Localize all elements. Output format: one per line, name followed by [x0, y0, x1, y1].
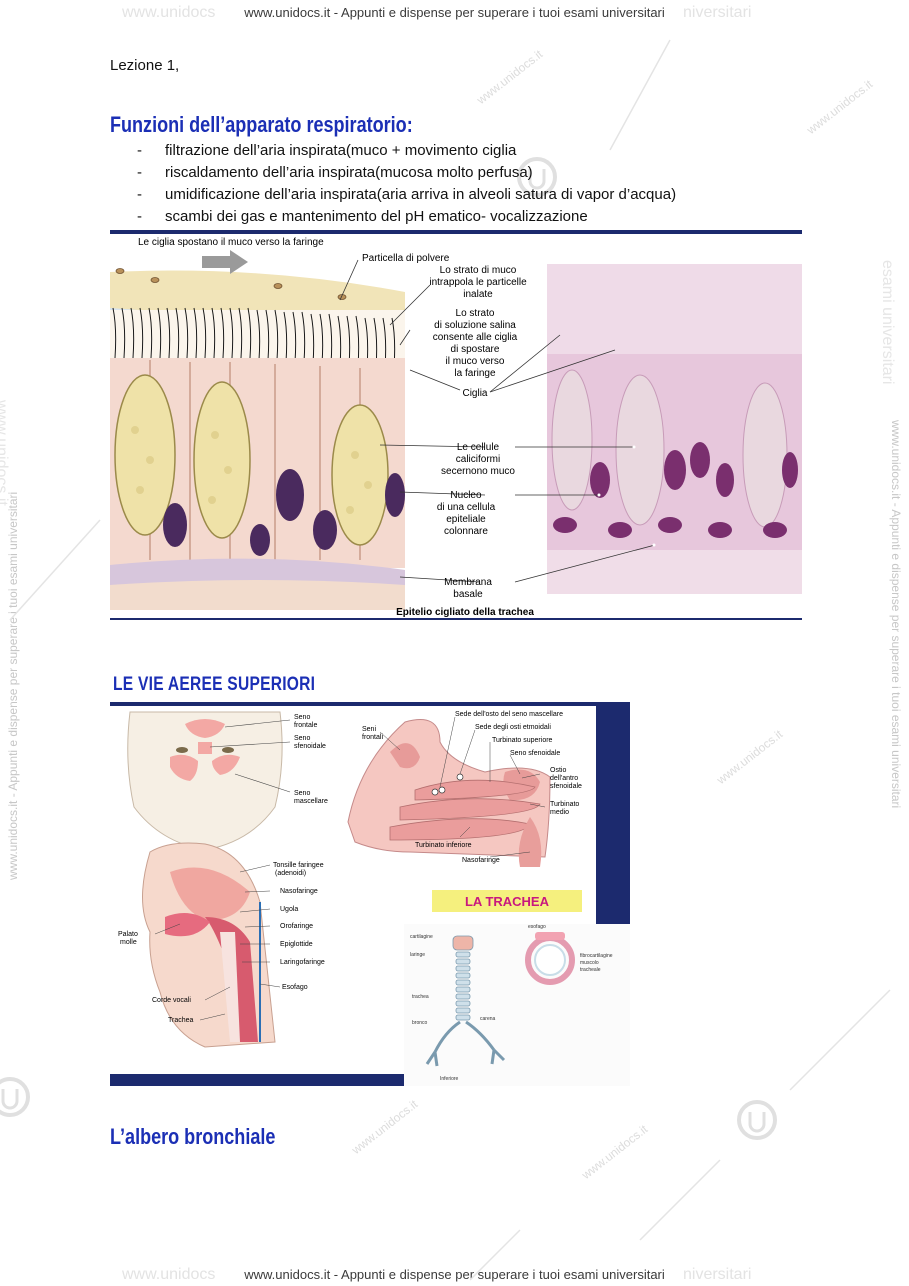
- label-strato-muco: Lo strato di muco: [440, 265, 517, 276]
- face-label: Seno: [294, 790, 310, 797]
- face-label: frontale: [294, 722, 317, 729]
- trachea-small-label: bronco: [412, 1020, 428, 1026]
- cilia-caption-top: Le ciglia spostano il muco verso la fari…: [138, 237, 324, 248]
- header-ghost-left: www.unidocs: [122, 4, 216, 21]
- label-caliciformi: secernono muco: [441, 466, 515, 477]
- label-strato-soluzione: Lo strato: [456, 308, 495, 319]
- trachea-small-label: laringe: [410, 952, 425, 958]
- trachea-small-label: tracheale: [580, 967, 601, 973]
- nose-label: Sede degli osti etmoidali: [475, 724, 551, 731]
- trachea-small-label: muscolo: [580, 960, 599, 966]
- figure1-caption: Epitelio cigliato della trachea: [396, 607, 534, 618]
- side-label: Ugola: [280, 906, 298, 913]
- lesson-label: Lezione 1,: [110, 57, 180, 74]
- nose-label: Sede dell'osto del seno mascellare: [455, 711, 563, 718]
- side-label: Corde vocali: [152, 997, 191, 1004]
- side-label: Trachea: [168, 1017, 194, 1024]
- side-label: Esofago: [282, 984, 308, 991]
- footer-text[interactable]: www.unidocs.it - Appunti e dispense per …: [244, 1267, 665, 1282]
- trachea-small-label: Inferiore: [440, 1076, 459, 1082]
- trachea-small-label: esofago: [528, 924, 546, 930]
- label-membrana: basale: [453, 589, 483, 600]
- trachea-small-label: cartilagine: [410, 934, 433, 940]
- side-label: (adenoidi): [275, 870, 306, 877]
- label-caliciformi: caliciformi: [456, 454, 500, 465]
- header-ghost-right: niversitari: [683, 4, 752, 21]
- ciliated-epithelium-figure: Le ciglia spostano il muco verso la fari…: [110, 230, 802, 620]
- label-strato-soluzione: la faringe: [454, 368, 496, 379]
- nose-label: sfenoidale: [550, 783, 582, 790]
- side-label: Nasofaringe: [280, 888, 318, 895]
- footer-ghost-right: niversitari: [683, 1266, 752, 1283]
- label-strato-soluzione: di spostare: [451, 344, 500, 355]
- nose-label: medio: [550, 809, 569, 816]
- label-strato-soluzione: consente alle ciglia: [433, 332, 518, 343]
- face-label: sfenoidale: [294, 743, 326, 750]
- label-strato-soluzione: di soluzione salina: [434, 320, 516, 331]
- nose-label: Turbinato: [550, 801, 579, 808]
- nose-label: Turbinato inferiore: [415, 842, 472, 849]
- watermark-logo-icon: [0, 1077, 30, 1117]
- side-label: molle: [120, 939, 137, 946]
- side-label: Epiglottide: [280, 941, 313, 948]
- face-label: Seno: [294, 735, 310, 742]
- list-item: -filtrazione dell’aria inspirata(muco + …: [137, 142, 517, 159]
- header-text[interactable]: www.unidocs.it - Appunti e dispense per …: [244, 5, 665, 20]
- side-label: Tonsille faringee: [273, 862, 324, 869]
- label-strato-muco: inalate: [463, 289, 493, 300]
- label-strato-muco: intrappola le particelle: [429, 277, 527, 288]
- section-title-albero-bronchiale: L’albero bronchiale: [110, 1124, 276, 1149]
- side-label: Palato: [118, 931, 138, 938]
- label-nucleo: Nucleo: [450, 490, 482, 501]
- label-caliciformi: Le cellule: [457, 442, 500, 453]
- section-title-vie-aeree: LE VIE AEREE SUPERIORI: [113, 674, 316, 695]
- section-title-functions: Funzioni dell’apparato respiratorio:: [110, 112, 413, 137]
- watermark-logo-icon: [737, 1100, 777, 1140]
- nose-label: Turbinato superiore: [492, 737, 553, 744]
- label-strato-soluzione: il muco verso: [446, 356, 505, 367]
- label-particella: Particella di polvere: [362, 253, 450, 264]
- label-membrana: Membrana: [444, 577, 492, 588]
- nose-label: Seno sfenoidale: [510, 750, 560, 757]
- function-list: -filtrazione dell’aria inspirata(muco + …: [110, 140, 810, 228]
- side-label: Laringofaringe: [280, 959, 325, 966]
- list-item: -umidificazione dell’aria inspirata(aria…: [137, 186, 677, 203]
- side-label: Orofaringe: [280, 923, 313, 930]
- list-item: -riscaldamento dell’aria inspirata(mucos…: [137, 164, 533, 181]
- face-label: mascellare: [294, 798, 328, 805]
- trachea-small-label: carena: [480, 1016, 496, 1022]
- nose-label: Nasofaringe: [462, 857, 500, 864]
- trachea-small-label: trachea: [412, 994, 429, 1000]
- label-nucleo: colonnare: [444, 526, 488, 537]
- upper-airways-figure: Seno frontale Seno sfenoidale Seno masce…: [110, 702, 630, 1086]
- trachea-title: LA TRACHEA: [465, 894, 550, 909]
- nose-label: frontali: [362, 734, 383, 741]
- nose-label: dell'antro: [550, 775, 578, 782]
- watermark-logo-icon: [517, 157, 557, 197]
- trachea-small-label: fibrocartilagine: [580, 953, 613, 959]
- label-ciglia: Ciglia: [462, 388, 487, 399]
- face-label: Seno: [294, 714, 310, 721]
- nose-label: Ostio: [550, 767, 566, 774]
- label-nucleo: epiteliale: [446, 514, 486, 525]
- footer-ghost-left: www.unidocs: [122, 1266, 216, 1283]
- nose-label: Seni: [362, 726, 376, 733]
- label-nucleo: di una cellula: [437, 502, 496, 513]
- list-item: -scambi dei gas e mantenimento del pH em…: [137, 208, 588, 225]
